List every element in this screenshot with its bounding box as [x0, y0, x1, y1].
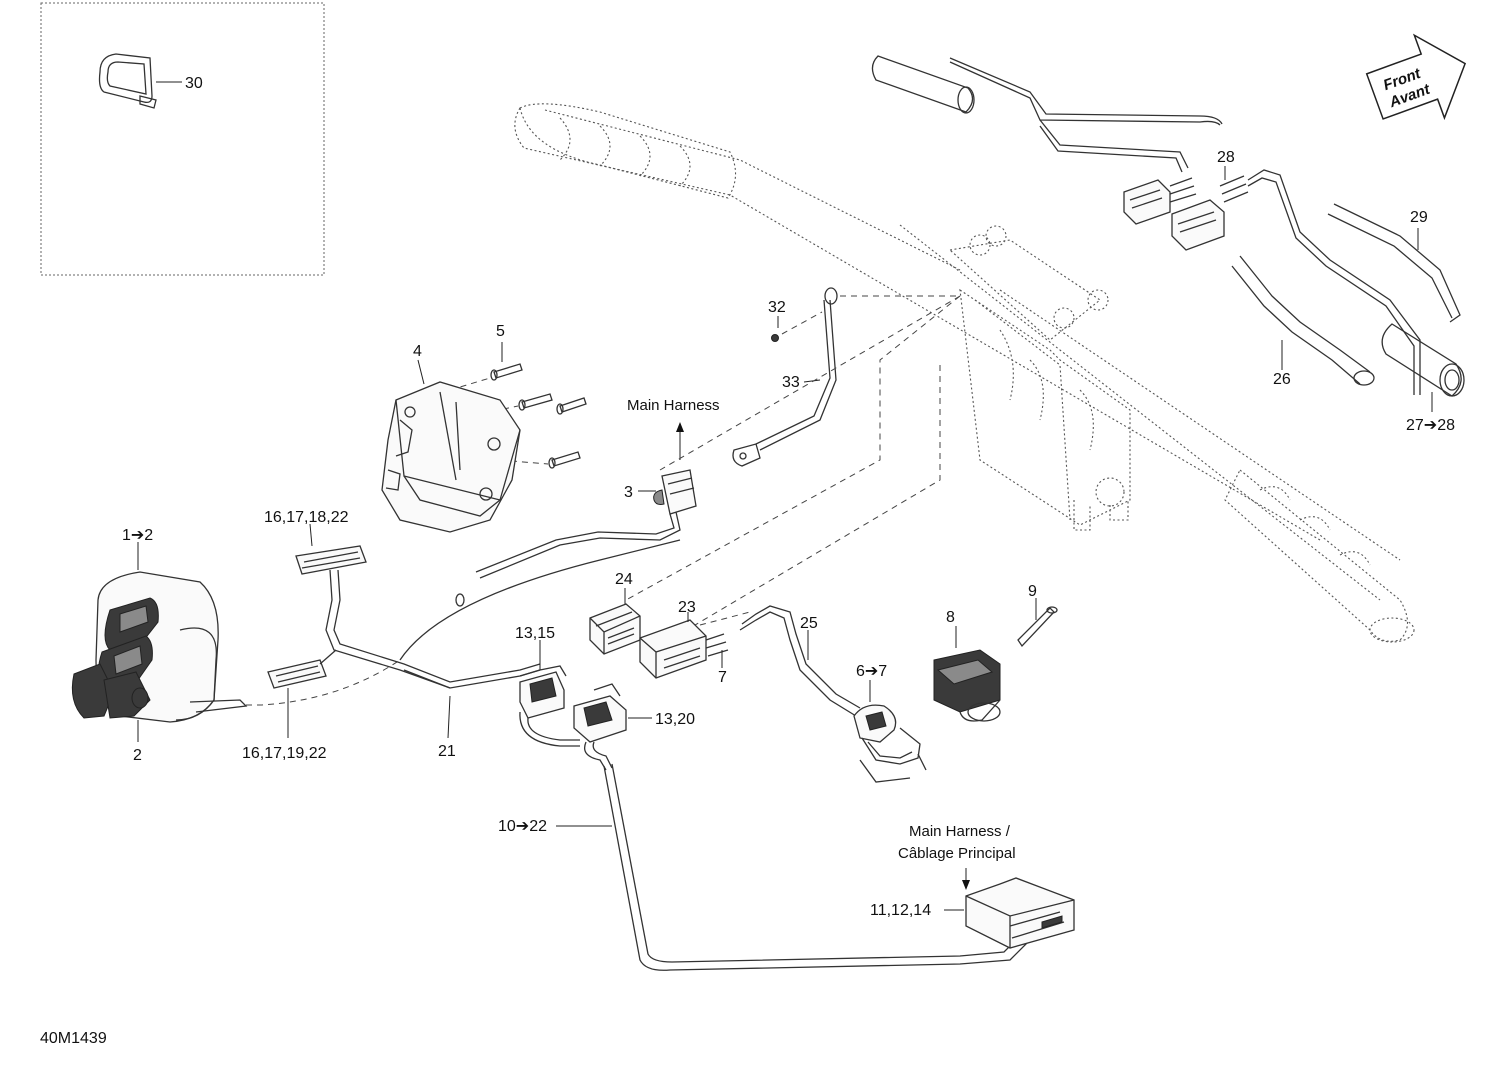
connector-24 [589, 603, 641, 655]
callout-27-28: 27➔28 [1406, 417, 1455, 434]
handlebar [514, 103, 1415, 643]
callout-13-20: 13,20 [655, 711, 695, 728]
inset-box [40, 2, 325, 276]
part-8-switch-cap [933, 649, 1001, 722]
sensor-6-7 [853, 704, 927, 783]
callout-26: 26 [1273, 371, 1291, 388]
figure-code: 40M1439 [40, 1030, 107, 1047]
screw-32 [771, 334, 779, 342]
callout-9: 9 [1028, 583, 1037, 600]
callout-16-17-18-22: 16,17,18,22 [264, 509, 349, 526]
callout-29: 29 [1410, 209, 1428, 226]
switch-1-2 [71, 571, 248, 723]
callout-1-2: 1➔2 [122, 527, 153, 544]
connector-16-17-18-22 [295, 545, 541, 689]
callout-7: 7 [718, 669, 727, 686]
callout-2: 2 [133, 747, 142, 764]
part-27-grip [1381, 323, 1465, 397]
callout-5: 5 [496, 323, 505, 340]
callout-33: 33 [782, 374, 800, 391]
part-26-tube [1231, 255, 1375, 386]
harness-21 [399, 539, 681, 689]
callout-11-12-14: 11,12,14 [870, 902, 931, 919]
part-30-clip-icon [98, 53, 157, 109]
harness-10-22 [603, 763, 1031, 971]
callout-24: 24 [615, 571, 633, 588]
connector-28-right [1171, 175, 1249, 251]
handlebar-riser [948, 225, 1131, 531]
ground-wire-33 [732, 287, 838, 467]
callout-4: 4 [413, 343, 422, 360]
part-29-tube [1327, 203, 1461, 323]
connector-23 [639, 619, 729, 679]
front-arrow-icon: Front Avant [1365, 33, 1467, 121]
housing-4 [381, 381, 521, 533]
callout-3: 3 [624, 484, 633, 501]
callout-32: 32 [768, 299, 786, 316]
callout-25: 25 [800, 615, 818, 632]
connector-16-17-19-22 [267, 649, 337, 689]
grip-heater-wire [871, 55, 1223, 173]
callout-16-17-19-22: 16,17,19,22 [242, 745, 327, 762]
callout-13-15: 13,15 [515, 625, 555, 642]
connector-13-20 [573, 683, 627, 771]
callout-10-22: 10➔22 [498, 818, 547, 835]
callout-8: 8 [946, 609, 955, 626]
callout-28: 28 [1217, 149, 1235, 166]
connector-3 [455, 469, 697, 607]
callout-21: 21 [438, 743, 456, 760]
main-harness-label-line2: Câblage Principal [898, 845, 1016, 862]
screws-5 [490, 363, 587, 469]
callout-30: 30 [185, 75, 203, 92]
connector-11-12-14 [965, 877, 1075, 949]
harness-25 [739, 605, 861, 717]
connector-13-15 [519, 665, 580, 747]
main-harness-label: Main Harness [627, 397, 720, 414]
pin-9 [1017, 606, 1058, 648]
connector-28-left [1123, 177, 1197, 225]
main-harness-label-line1: Main Harness / [909, 823, 1011, 840]
callout-23: 23 [678, 599, 696, 616]
callout-6-7: 6➔7 [856, 663, 887, 680]
